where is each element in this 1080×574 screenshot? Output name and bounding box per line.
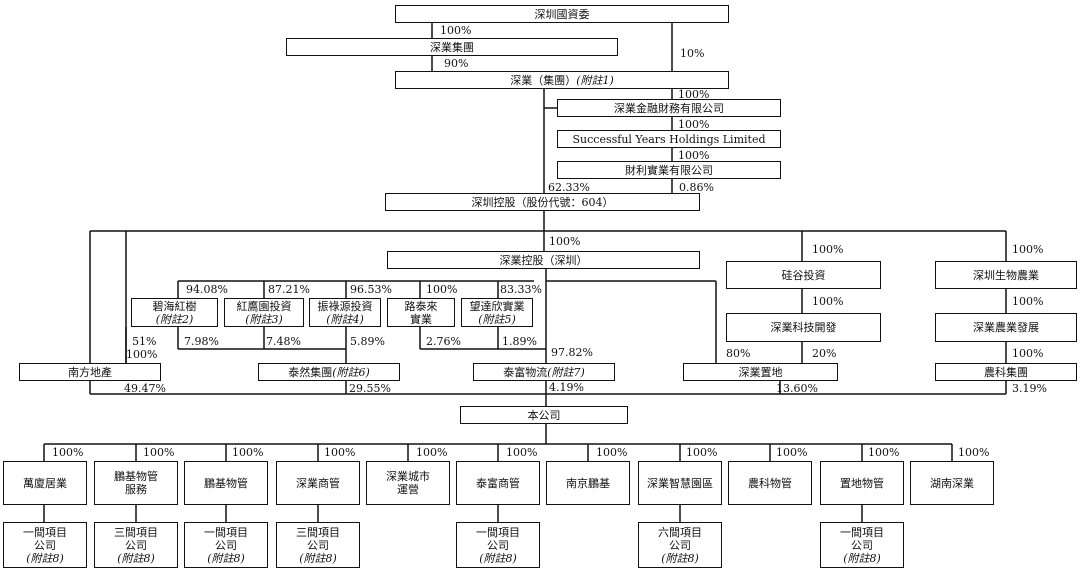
- pct-successful: 100%: [678, 118, 710, 131]
- project-box: 一間項目公司(附註8): [820, 522, 904, 568]
- node-shenye-group-ltd: 深業（集團）(附註1): [395, 71, 729, 89]
- pct-taifu-company: 4.19%: [549, 381, 584, 394]
- pct-holdings-sz: 100%: [549, 235, 581, 248]
- node-guigu: 硅谷投資: [726, 261, 881, 289]
- pct-subsidiary: 100%: [232, 446, 264, 459]
- node-shenye-holdings-sz: 深業控股（深圳）: [387, 251, 700, 269]
- node-nanfang: 南方地產: [19, 363, 161, 381]
- pct-agri: 100%: [1012, 295, 1044, 308]
- subsidiary-box: 農科物管: [728, 461, 812, 505]
- pct-nanfang-100: 100%: [126, 348, 158, 361]
- pct-taifu-9782: 97.82%: [551, 346, 593, 359]
- project-box: 三間項目公司(附註8): [94, 522, 178, 568]
- pct-subsidiary: 100%: [958, 446, 990, 459]
- pct-nanfang-company: 49.47%: [124, 382, 166, 395]
- node-shenye-agri: 深業農業發展: [935, 313, 1077, 342]
- pct-bihai-tairan: 7.98%: [184, 335, 219, 348]
- project-box: 三間項目公司(附註8): [276, 522, 360, 568]
- pct-subsidiary: 100%: [52, 446, 84, 459]
- pct-sasac-direct: 10%: [680, 47, 705, 60]
- pct-nongke: 100%: [1012, 347, 1044, 360]
- pct-subsidiary: 100%: [416, 446, 448, 459]
- subsidiary-box: 萬廈居業: [3, 461, 87, 505]
- pct-caili: 100%: [678, 149, 710, 162]
- node-shenye-zhidi: 深業置地: [683, 363, 838, 381]
- pct-lutailai: 100%: [426, 283, 458, 296]
- node-nongke-group: 農科集團: [935, 363, 1077, 381]
- node-szsasac: 深圳國資委: [395, 5, 729, 23]
- node-lutailai: 路泰來實業: [387, 298, 455, 327]
- pct-zhenlu-tairan: 5.89%: [350, 335, 385, 348]
- node-hongying: 紅鷹園投資(附註3): [224, 298, 304, 327]
- node-shenye-finance: 深業金融財務有限公司: [557, 99, 781, 117]
- node-wangdaxin: 望達欣實業(附註5): [461, 298, 533, 327]
- node-caili: 財利實業有限公司: [557, 161, 781, 179]
- pct-nongke-company: 3.19%: [1012, 382, 1047, 395]
- pct-subsidiary: 100%: [596, 446, 628, 459]
- pct-wangdaxin: 83.33%: [500, 283, 542, 296]
- pct-tairan-company: 29.55%: [349, 382, 391, 395]
- pct-holdings-main: 62.33%: [548, 181, 590, 194]
- subsidiary-box: 鵬基物管: [184, 461, 268, 505]
- project-box: 一間項目公司(附註8): [456, 522, 540, 568]
- pct-finance: 100%: [678, 88, 710, 101]
- node-zhenlu: 振祿源投資(附註4): [309, 298, 381, 327]
- pct-sasac-group: 100%: [440, 24, 472, 37]
- pct-bihai: 94.08%: [186, 283, 228, 296]
- pct-zhidi-80: 80%: [726, 347, 751, 360]
- pct-wangdaxin-taifu: 1.89%: [502, 335, 537, 348]
- pct-subsidiary: 100%: [776, 446, 808, 459]
- subsidiary-box: 置地物管: [820, 461, 904, 505]
- node-shenye-tech: 深業科技開發: [726, 313, 881, 342]
- subsidiary-box: 鵬基物管服務: [94, 461, 178, 505]
- pct-hongying: 87.21%: [268, 283, 310, 296]
- pct-zhidi-20: 20%: [812, 347, 837, 360]
- pct-zhidi-company: 13.60%: [776, 382, 818, 395]
- pct-subsidiary: 100%: [324, 446, 356, 459]
- node-company: 本公司: [460, 406, 628, 424]
- subsidiary-box: 泰富商管: [456, 461, 540, 505]
- project-box: 一間項目公司(附註8): [184, 522, 268, 568]
- subsidiary-box: 深業城市運營: [366, 461, 450, 505]
- node-sz-holdings: 深圳控股（股份代號：604）: [385, 193, 700, 211]
- pct-holdings-caili: 0.86%: [679, 181, 714, 194]
- node-tairan: 泰然集團(附註6): [258, 363, 400, 381]
- pct-tech: 100%: [812, 295, 844, 308]
- pct-subsidiary: 100%: [868, 446, 900, 459]
- pct-hongying-tairan: 7.48%: [266, 335, 301, 348]
- subsidiary-box: 南京鵬基: [546, 461, 630, 505]
- pct-group-ltd: 90%: [444, 57, 469, 70]
- pct-nanfang-51: 51%: [132, 335, 157, 348]
- node-shenye-group: 深業集團: [286, 38, 618, 56]
- subsidiary-box: 深業商管: [276, 461, 360, 505]
- pct-zhenlu: 96.53%: [350, 283, 392, 296]
- node-sz-bio: 深圳生物農業: [935, 261, 1077, 289]
- subsidiary-box: 深業智慧園區: [638, 461, 722, 505]
- node-taifu-logistics: 泰富物流(附註7): [473, 363, 615, 381]
- pct-subsidiary: 100%: [506, 446, 538, 459]
- pct-subsidiary: 100%: [143, 446, 175, 459]
- project-box: 六間項目公司(附註8): [638, 522, 722, 568]
- pct-bio: 100%: [1012, 243, 1044, 256]
- subsidiary-box: 湖南深業: [910, 461, 994, 505]
- pct-guigu: 100%: [812, 243, 844, 256]
- node-bihai: 碧海紅樹(附註2): [131, 298, 218, 327]
- project-box: 一間項目公司(附註8): [3, 522, 87, 568]
- pct-lutailai-taifu: 2.76%: [426, 335, 461, 348]
- node-successful-years: Successful Years Holdings Limited: [557, 130, 781, 148]
- pct-subsidiary: 100%: [686, 446, 718, 459]
